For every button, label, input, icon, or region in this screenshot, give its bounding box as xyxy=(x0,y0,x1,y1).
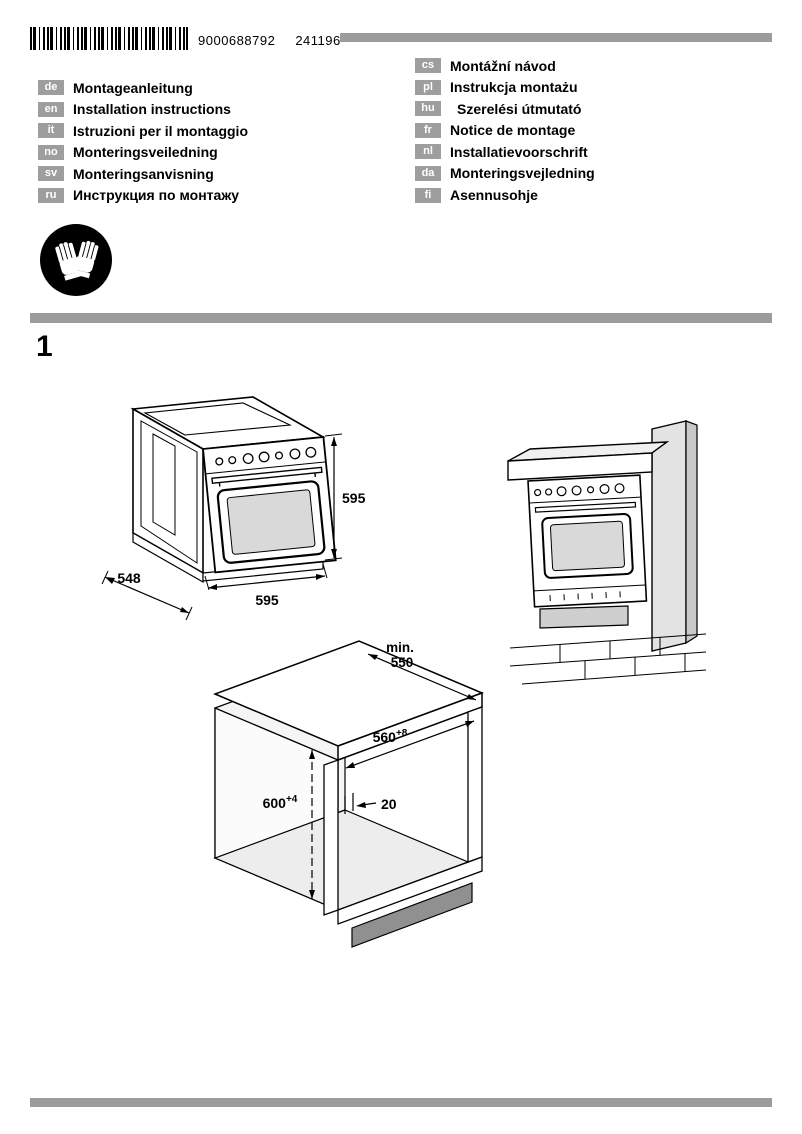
oven-knob xyxy=(215,457,224,466)
language-row-en: en Installation instructions xyxy=(38,101,248,118)
installed-oven-front xyxy=(527,474,648,608)
document-number: 9000688792 xyxy=(198,33,276,48)
language-title-pl: Instrukcja montażu xyxy=(450,79,578,96)
oven-depth-label: 548 xyxy=(117,570,141,586)
language-badge-sv: sv xyxy=(38,166,64,182)
language-row-hu: hu Szerelési útmutató xyxy=(415,100,595,117)
language-title-hu: Szerelési útmutató xyxy=(457,100,582,117)
language-badge-cs: cs xyxy=(415,58,441,73)
language-badge-hu: hu xyxy=(415,101,441,117)
language-badge-nl: nl xyxy=(415,144,441,160)
language-row-fi: fi Asennusohje xyxy=(415,187,595,204)
language-row-de: de Montageanleitung xyxy=(38,79,248,96)
language-row-ru: ru Инструкция по монтажу xyxy=(38,187,248,204)
language-row-cs: cs Montážní návod xyxy=(415,57,595,74)
section-number: 1 xyxy=(36,330,53,363)
protective-gloves-icon xyxy=(40,224,112,296)
oven-top-cutout xyxy=(143,402,293,436)
oven-dimensions-figure: 595 595 548 xyxy=(101,396,366,621)
footer-divider-bar xyxy=(30,1098,772,1107)
language-badge-fr: fr xyxy=(415,122,441,138)
kitchen-wall xyxy=(651,420,687,652)
niche-width-tolerance: +8 xyxy=(396,728,408,739)
floor-tiles xyxy=(509,633,707,685)
niche-height-tolerance: +4 xyxy=(286,794,298,805)
oven-knob xyxy=(228,456,237,465)
oven-knob xyxy=(242,453,254,465)
language-row-fr: fr Notice de montage xyxy=(415,122,595,139)
oven-knob xyxy=(289,448,301,460)
dimension-niche-height: 600+4 xyxy=(263,750,315,899)
niche-depth-min-label: min. xyxy=(386,640,414,655)
niche-width-value: 560 xyxy=(373,729,397,745)
header-divider-bar xyxy=(340,33,772,42)
language-title-it: Istruzioni per il montaggio xyxy=(73,122,248,139)
oven-height-label: 595 xyxy=(342,490,366,506)
language-row-it: it Istruzioni per il montaggio xyxy=(38,122,248,139)
niche-depth-value: 550 xyxy=(391,655,414,670)
document-codes: 9000688792 241196 xyxy=(198,33,361,48)
language-title-fr: Notice de montage xyxy=(450,122,576,139)
language-title-ru: Инструкция по монтажу xyxy=(73,187,240,204)
plinth xyxy=(539,605,629,629)
dimension-oven-depth: 548 xyxy=(101,570,193,621)
svg-text:600+4: 600+4 xyxy=(263,794,298,811)
language-title-fi: Asennusohje xyxy=(450,187,538,204)
language-row-da: da Monteringsvejledning xyxy=(415,165,595,182)
cabinet-niche-figure: min. 550 560+8 600+4 20 xyxy=(212,640,485,948)
language-list-right: cs Montážní návod pl Instrukcja montażu … xyxy=(415,58,595,209)
language-badge-ru: ru xyxy=(38,187,64,203)
language-title-cs: Montážní návod xyxy=(450,57,556,74)
language-badge-no: no xyxy=(38,144,64,160)
language-title-de: Montageanleitung xyxy=(73,79,193,96)
language-badge-da: da xyxy=(415,165,441,181)
language-title-no: Monteringsveiledning xyxy=(73,144,218,161)
language-title-sv: Monteringsanvisning xyxy=(73,165,214,182)
language-badge-de: de xyxy=(38,80,64,95)
oven-knob xyxy=(258,451,270,463)
language-row-nl: nl Installatievoorschrift xyxy=(415,143,595,160)
section-divider-bar xyxy=(30,313,772,323)
oven-front-face xyxy=(202,435,337,574)
language-badge-fi: fi xyxy=(415,187,441,203)
language-badge-it: it xyxy=(38,123,64,139)
svg-text:560+8: 560+8 xyxy=(373,728,408,745)
language-badge-en: en xyxy=(38,101,64,117)
language-badge-pl: pl xyxy=(415,79,441,95)
niche-height-value: 600 xyxy=(263,795,287,811)
language-row-pl: pl Instrukcja montażu xyxy=(415,79,595,96)
dimension-oven-width: 595 xyxy=(204,563,328,608)
dimension-oven-height: 595 xyxy=(324,433,366,561)
oven-width-label: 595 xyxy=(255,592,279,608)
language-row-no: no Monteringsveiledning xyxy=(38,144,248,161)
dimension-niche-width: 560+8 xyxy=(345,720,475,769)
dimension-niche-depth: min. 550 xyxy=(367,640,477,701)
rear-gap-value: 20 xyxy=(381,796,397,812)
cabinet-plinth xyxy=(351,882,473,948)
language-title-en: Installation instructions xyxy=(73,101,231,118)
language-row-sv: sv Monteringsanvisning xyxy=(38,165,248,182)
document-revision: 241196 xyxy=(295,33,341,48)
barcode xyxy=(30,27,188,50)
language-title-nl: Installatievoorschrift xyxy=(450,143,588,160)
oven-door-handle xyxy=(211,466,323,484)
built-in-oven-figure xyxy=(507,420,707,685)
language-title-da: Monteringsvejledning xyxy=(450,165,595,182)
language-list-left: de Montageanleitung en Installation inst… xyxy=(38,80,248,210)
oven-knob xyxy=(274,451,284,460)
dimension-rear-gap: 20 xyxy=(356,796,397,812)
oven-knob xyxy=(305,446,317,458)
